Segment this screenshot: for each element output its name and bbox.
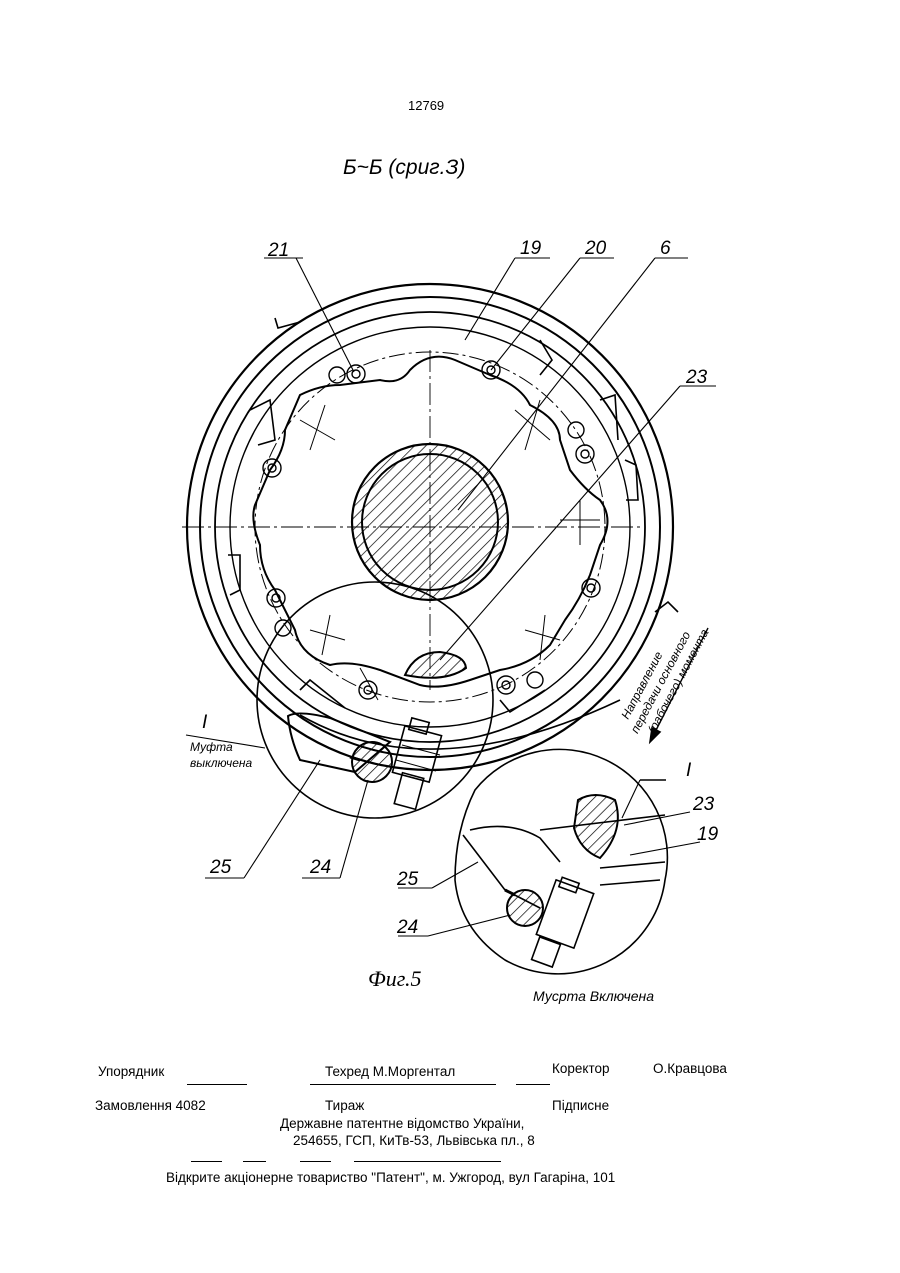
compiler-underline [187, 1084, 247, 1085]
detail-mark: I [202, 712, 208, 733]
label-6: 6 [660, 238, 671, 259]
label-23: 23 [685, 367, 708, 388]
techred-underline [310, 1084, 496, 1085]
subscription: Підписне [552, 1098, 609, 1113]
techred: Техред М.Моргентал [325, 1064, 455, 1079]
circulation: Тираж [325, 1098, 364, 1113]
key [405, 652, 466, 678]
office-line1: Державне патентне відомство України, [280, 1116, 524, 1131]
detail-view [398, 749, 700, 973]
label-24: 24 [309, 857, 331, 878]
corrector-name: О.Кравцова [653, 1061, 727, 1076]
detail-label-19: 19 [697, 824, 719, 845]
label-19: 19 [520, 238, 542, 259]
office-line2: 254655, ГСП, КиТв-53, Львівська пл., 8 [293, 1133, 535, 1148]
compiler-label: Упорядник [98, 1064, 164, 1079]
order-number: Замовлення 4082 [95, 1098, 206, 1113]
label-20: 20 [584, 238, 607, 259]
label-25: 25 [209, 857, 232, 878]
clutch-off-line1: Муфта [190, 740, 233, 754]
detail-label-24: 24 [396, 917, 418, 938]
rule-3 [300, 1161, 331, 1162]
label-21: 21 [267, 240, 289, 261]
corrector-label: Коректор [552, 1061, 610, 1076]
detail-label-23: 23 [692, 794, 715, 815]
bolt [392, 718, 441, 809]
rule-1 [191, 1161, 222, 1162]
printer-line: Відкрите акціонерне товариство "Патент",… [166, 1170, 615, 1185]
detail-label-I: I [686, 760, 692, 781]
figure-caption: Фиг.5 [368, 966, 422, 991]
rule-4 [354, 1161, 501, 1162]
clutch-on-caption: Мусрта Включена [533, 988, 654, 1004]
clutch-off-line2: выключена [190, 756, 253, 770]
blank-underline [516, 1084, 550, 1085]
rule-2 [243, 1161, 266, 1162]
detail-label-25: 25 [396, 869, 419, 890]
